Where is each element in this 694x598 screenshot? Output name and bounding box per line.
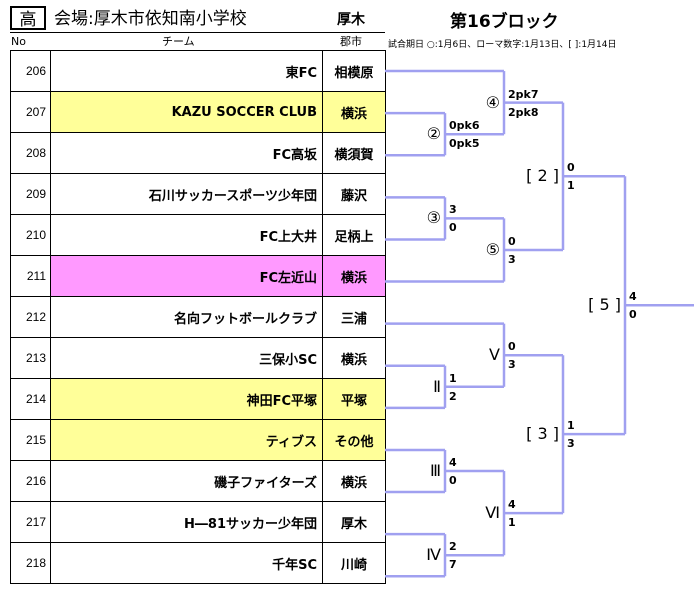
score-bottom: 0	[629, 308, 637, 322]
match-label: ④	[485, 92, 500, 112]
score-bottom: 1	[508, 516, 516, 530]
score-bottom: 2pk8	[508, 105, 539, 119]
team-city: 藤沢	[322, 173, 386, 215]
score-top: 2pk7	[508, 87, 539, 101]
venue-title: 会場:厚木市依知南小学校	[54, 9, 247, 29]
team-number: 206	[10, 50, 51, 92]
team-number: 211	[10, 255, 51, 297]
score-bottom: 2	[449, 389, 457, 403]
match-date-note: 試合期日 ○:1月6日、ローマ数字:1月13日、[ ]:1月14日	[388, 40, 617, 50]
team-number: 217	[10, 501, 51, 543]
match-label: ③	[426, 208, 441, 228]
block-title: 第16ブロック	[450, 12, 559, 32]
score-bottom: 7	[449, 558, 457, 572]
team-name: ティブス	[50, 419, 323, 461]
score-top: 3	[449, 203, 457, 217]
team-city: 横須賀	[322, 132, 386, 174]
column-header-no: No	[11, 35, 26, 48]
score-top: 4	[508, 498, 516, 512]
score-top: 2	[449, 540, 457, 554]
score-bottom: 3	[508, 358, 516, 372]
team-city: 川崎	[322, 542, 386, 584]
team-name: FC上大井	[50, 214, 323, 256]
team-name: 千年SC	[50, 542, 323, 584]
match-label: [ 3 ]	[526, 424, 559, 444]
level-badge: 高	[10, 6, 46, 30]
score-top: 1	[567, 419, 575, 433]
column-header-city: 郡市	[340, 35, 362, 48]
score-top: 0	[508, 340, 516, 354]
match-label: Ⅵ	[485, 503, 500, 523]
team-name: 神田FC平塚	[50, 378, 323, 420]
venue-city: 厚木	[337, 12, 365, 28]
score-bottom: 1	[567, 179, 575, 193]
team-number: 216	[10, 460, 51, 502]
column-header-team: チーム	[162, 35, 195, 48]
match-label: ②	[426, 124, 441, 144]
team-name: 石川サッカースポーツ少年団	[50, 173, 323, 215]
match-label: Ⅴ	[489, 345, 500, 365]
header-divider	[10, 32, 385, 33]
match-label: [ 5 ]	[588, 295, 621, 315]
team-city: 横浜	[322, 460, 386, 502]
team-name: 東FC	[50, 50, 323, 92]
match-label: [ 2 ]	[526, 166, 559, 186]
score-bottom: 3	[567, 437, 575, 451]
score-top: 0	[508, 234, 516, 248]
team-name: FC高坂	[50, 132, 323, 174]
team-number: 214	[10, 378, 51, 420]
score-bottom: 0	[449, 221, 457, 235]
score-top: 0	[567, 161, 575, 175]
match-label: Ⅳ	[426, 545, 441, 565]
team-city: 厚木	[322, 501, 386, 543]
team-city: その他	[322, 419, 386, 461]
score-top: 4	[629, 290, 637, 304]
score-top: 1	[449, 371, 457, 385]
team-city: 三浦	[322, 296, 386, 338]
match-label: Ⅲ	[429, 461, 441, 480]
team-name: H―81サッカー少年団	[50, 501, 323, 543]
score-bottom: 0pk5	[449, 137, 480, 151]
team-number: 218	[10, 542, 51, 584]
score-bottom: 3	[508, 252, 516, 266]
match-label: ⑤	[485, 239, 500, 259]
team-city: 平塚	[322, 378, 386, 420]
match-label: Ⅱ	[433, 376, 441, 396]
team-name: KAZU SOCCER CLUB	[50, 91, 323, 133]
score-bottom: 0	[449, 474, 457, 487]
score-top: 0pk6	[449, 119, 480, 133]
team-number: 210	[10, 214, 51, 256]
team-number: 215	[10, 419, 51, 461]
team-city: 横浜	[322, 255, 386, 297]
score-top: 4	[449, 456, 457, 469]
